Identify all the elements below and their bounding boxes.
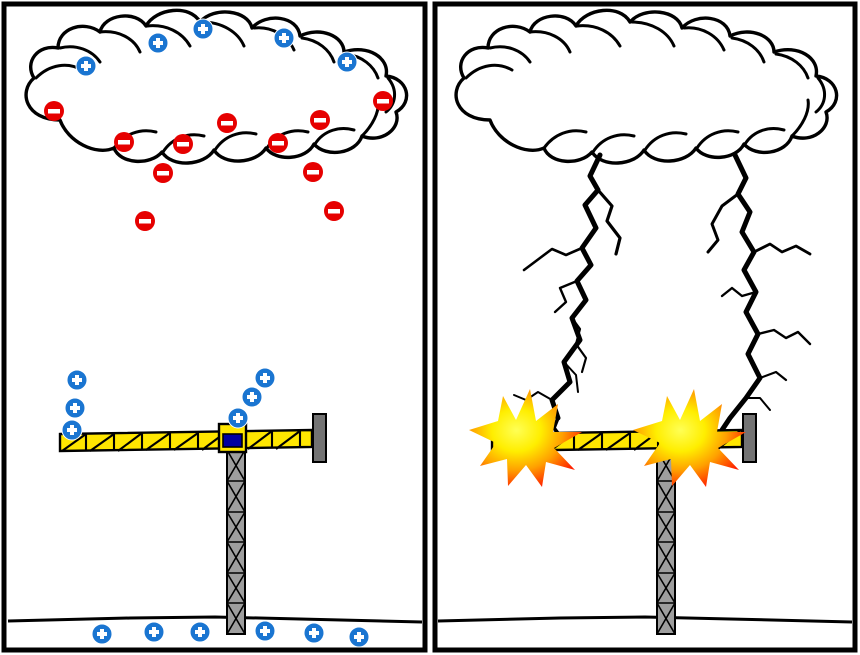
panel-border <box>432 1 858 653</box>
minus-circle-icon <box>373 91 393 111</box>
plus-circle-icon <box>336 51 358 73</box>
plus-circle-icon <box>61 419 83 441</box>
crane-mast-bracing <box>226 449 246 635</box>
plus-circle-icon <box>64 397 86 419</box>
lightning-bolt-icon <box>706 152 812 433</box>
minus-circle-icon <box>114 132 134 152</box>
plus-circle-icon <box>227 407 249 429</box>
cloud-icon <box>454 8 839 165</box>
panel-lightning-strike <box>430 0 860 655</box>
plus-circle-icon <box>254 620 276 642</box>
crane-jib-bracing <box>61 430 302 452</box>
tower-crane-icon <box>58 413 327 635</box>
plus-circle-icon <box>273 27 295 49</box>
jib-left-positive-charge-group <box>61 369 88 441</box>
cloud-positive-charge-group <box>75 18 358 77</box>
plus-circle-icon <box>241 386 263 408</box>
falling-negative-charge-group <box>135 162 344 231</box>
crane-cabin-window <box>222 433 243 448</box>
minus-circle-icon <box>153 163 173 183</box>
plus-circle-icon <box>303 622 325 644</box>
crane-counterweight <box>312 413 327 463</box>
explosion-burst-icon <box>633 389 746 487</box>
explosion-burst-icon <box>469 389 582 487</box>
minus-circle-icon <box>310 110 330 130</box>
jib-right-positive-charge-group <box>227 367 276 429</box>
plus-circle-icon <box>147 32 169 54</box>
ground-line <box>7 615 423 624</box>
minus-circle-icon <box>44 101 64 121</box>
plus-circle-icon <box>254 367 276 389</box>
panel-charge-buildup <box>1 1 428 653</box>
plus-circle-icon <box>143 621 165 643</box>
plus-circle-icon <box>192 18 214 40</box>
cloud-negative-charge-group <box>44 91 393 154</box>
crane-counterweight <box>742 413 757 463</box>
plus-circle-icon <box>189 621 211 643</box>
plus-circle-icon <box>348 626 370 648</box>
plus-circle-icon <box>91 623 113 645</box>
ground-line <box>437 615 853 624</box>
minus-circle-icon <box>135 211 155 231</box>
minus-circle-icon <box>303 162 323 182</box>
minus-circle-icon <box>173 134 193 154</box>
minus-circle-icon <box>217 113 237 133</box>
minus-circle-icon <box>268 133 288 153</box>
minus-circle-icon <box>324 201 344 221</box>
lightning-bolt-icon <box>513 152 622 438</box>
panel-border <box>1 1 428 653</box>
plus-circle-icon <box>75 55 97 77</box>
ground-positive-charge-group <box>91 620 370 648</box>
plus-circle-icon <box>66 369 88 391</box>
